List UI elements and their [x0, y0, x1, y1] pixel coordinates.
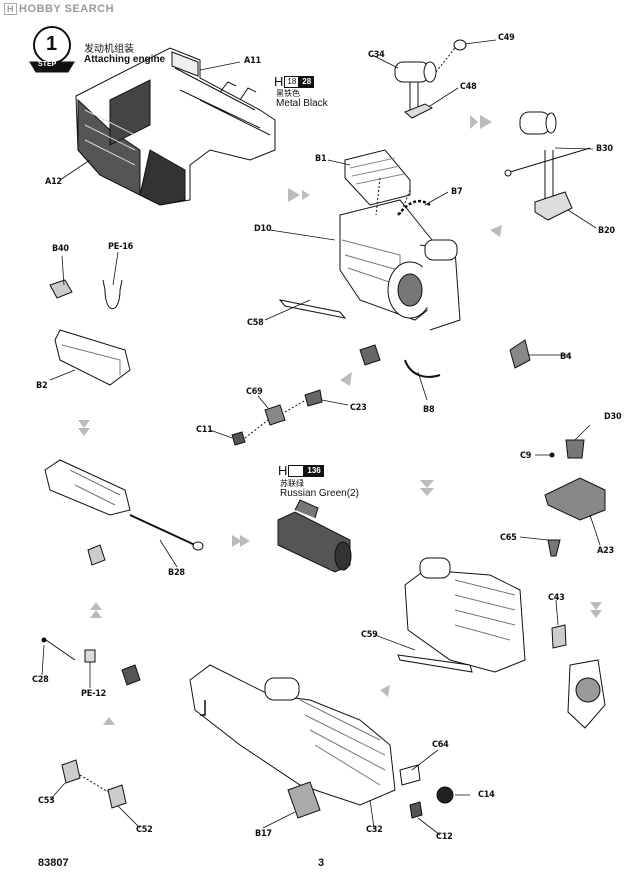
- part-c53-c52: [61, 759, 127, 809]
- label-a11: A11: [244, 56, 261, 66]
- watermark-box: H: [4, 3, 17, 15]
- label-c65: C65: [500, 533, 517, 543]
- label-c14: C14: [478, 790, 495, 800]
- paint-h-letter: H: [278, 463, 288, 478]
- label-b1: B1: [315, 154, 327, 164]
- label-pe12: PE-12: [81, 689, 107, 699]
- paint-name-cn: 黑铁色: [276, 89, 300, 98]
- label-c69: C69: [246, 387, 263, 397]
- engine-block-a12: [75, 47, 276, 206]
- label-b7: B7: [451, 187, 463, 197]
- label-c11: C11: [196, 425, 213, 435]
- engine-right-assembly: [397, 557, 606, 729]
- step-label: STEP: [38, 61, 57, 68]
- part-b30-b20-assembly: [504, 111, 591, 221]
- label-b2: B2: [36, 381, 48, 391]
- part-b2-assembly: [49, 279, 131, 386]
- paint-code-1: 18: [284, 75, 300, 88]
- watermark-text: HOBBY SEARCH: [19, 3, 115, 15]
- leader-lines: [41, 39, 601, 836]
- footer-kit-code: 83807: [38, 857, 69, 869]
- step-number: 1: [46, 33, 58, 55]
- label-d10: D10: [254, 224, 272, 234]
- label-c43: C43: [548, 593, 565, 603]
- part-b4: [509, 339, 531, 369]
- label-b40: B40: [52, 244, 69, 254]
- label-c23: C23: [350, 403, 367, 413]
- part-a23-assembly: [544, 439, 606, 557]
- part-b8: [404, 359, 441, 378]
- paint-code-2: 136: [304, 464, 324, 477]
- part-c34-assembly: [394, 39, 467, 119]
- part-c43: [551, 624, 567, 649]
- label-c53: C53: [38, 796, 55, 806]
- step-badge: [29, 26, 75, 73]
- paint-h-letter: H: [274, 74, 284, 89]
- label-c59: C59: [361, 630, 378, 640]
- label-c9: C9: [520, 451, 532, 461]
- step-title-en: Attaching engine: [84, 54, 166, 65]
- paint-code-russian-green: H 136: [278, 463, 324, 478]
- label-c34: C34: [368, 50, 385, 60]
- label-pe16: PE-16: [108, 242, 134, 252]
- assembly-arrows: [78, 115, 602, 725]
- paint-name-cn: 苏联绿: [280, 479, 304, 488]
- label-b28: B28: [168, 568, 185, 578]
- part-b28-assembly: [44, 459, 204, 566]
- part-c23-assembly: [231, 389, 323, 446]
- footer-page-number: 3: [318, 857, 325, 869]
- label-c32: C32: [366, 825, 383, 835]
- label-b17: B17: [255, 829, 272, 839]
- label-b4: B4: [560, 352, 572, 362]
- label-c49: C49: [498, 33, 515, 43]
- paint-code-metal-black: H 18 28: [274, 74, 315, 89]
- label-c48: C48: [460, 82, 477, 92]
- label-c64: C64: [432, 740, 449, 750]
- label-b20: B20: [598, 226, 615, 236]
- label-c58: C58: [247, 318, 264, 328]
- step-title-cn: 发动机组装: [84, 44, 134, 55]
- label-b8: B8: [423, 405, 435, 415]
- part-c28-assembly: [41, 637, 141, 686]
- paint-name-en: Metal Black: [276, 98, 328, 109]
- label-b30: B30: [596, 144, 613, 154]
- label-c52: C52: [136, 825, 153, 835]
- label-c28: C28: [32, 675, 49, 685]
- engine-bottom-assembly: [189, 664, 454, 819]
- paint-code-1: [288, 464, 305, 477]
- paint-name-en: Russian Green(2): [280, 488, 359, 499]
- part-tank-assembly: [277, 499, 352, 573]
- paint-code-2: 28: [299, 75, 315, 88]
- label-a12: A12: [45, 177, 62, 187]
- part-d-bracket: [359, 344, 381, 366]
- label-d30: D30: [604, 412, 622, 422]
- engine-central-assembly: [278, 149, 461, 331]
- label-c12: C12: [436, 832, 453, 842]
- label-a23: A23: [597, 546, 614, 556]
